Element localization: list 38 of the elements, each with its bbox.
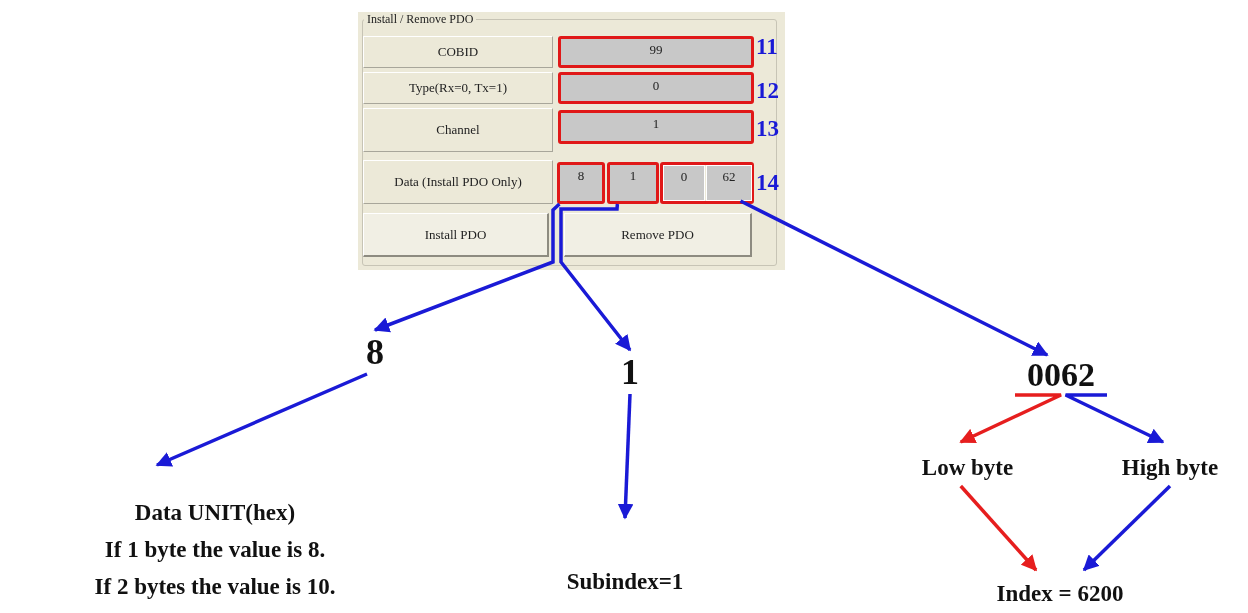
- group-heading: Install / Remove PDO: [364, 12, 477, 26]
- note-text: If 2 bytes the value is 10.: [94, 573, 336, 601]
- note-text: Data UNIT(hex): [134, 499, 296, 527]
- push-button: Remove PDO: [564, 213, 752, 257]
- group-box: [358, 12, 785, 270]
- arrow: [373, 202, 561, 333]
- input-field: 8: [557, 162, 605, 204]
- callout-number: 11: [756, 34, 778, 60]
- arrow: [739, 199, 1049, 357]
- arrow: [1082, 484, 1172, 572]
- note-text: If 1 byte the value is 8.: [104, 536, 326, 564]
- input-field: 1: [558, 110, 754, 144]
- arrow: [959, 484, 1038, 572]
- callout-number: 14: [756, 170, 779, 196]
- input-field: 62: [706, 165, 752, 201]
- note-text: Index = 6200: [996, 580, 1124, 608]
- input-field: 99: [558, 36, 754, 68]
- arrow: [155, 372, 368, 467]
- value-text: 8: [355, 330, 395, 374]
- arrow: [1063, 393, 1165, 444]
- field-label: COBID: [363, 36, 553, 68]
- callout-number: 13: [756, 116, 779, 142]
- field-label: Type(Rx=0, Tx=1): [363, 72, 553, 104]
- callout-number: 12: [756, 78, 779, 104]
- value-text: 1: [615, 350, 645, 394]
- input-field: 1: [607, 162, 659, 204]
- value-text: 0062: [1015, 355, 1107, 395]
- field-label: Channel: [363, 108, 553, 152]
- arrow: [959, 393, 1063, 444]
- field-label: Data (Install PDO Only): [363, 160, 553, 204]
- input-field: 0: [558, 72, 754, 104]
- arrow: [617, 393, 634, 520]
- push-button: Install PDO: [363, 213, 549, 257]
- input-field: 0: [663, 165, 705, 201]
- note-text: Low byte: [921, 454, 1014, 482]
- note-text: Subindex=1: [566, 568, 684, 596]
- arrow: [559, 203, 632, 352]
- note-text: High byte: [1121, 454, 1219, 482]
